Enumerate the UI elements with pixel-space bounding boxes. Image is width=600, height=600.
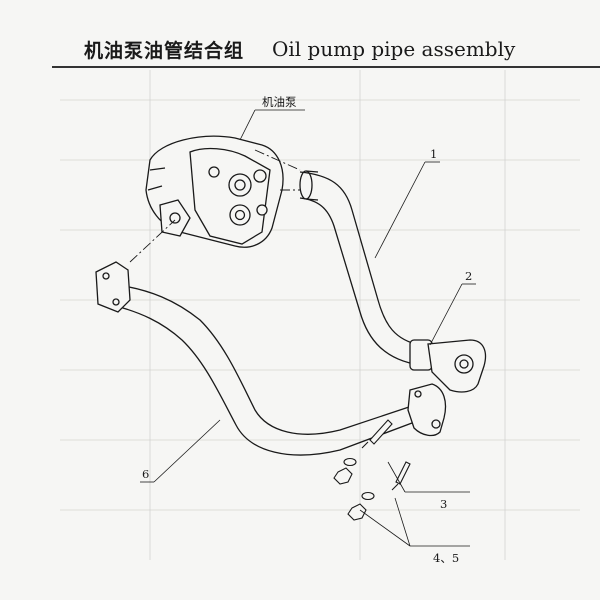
callout-part-6: 6 bbox=[142, 467, 149, 481]
upper-oil-pipe bbox=[299, 170, 421, 366]
callout-part-2: 2 bbox=[465, 269, 472, 283]
oil-pump-body bbox=[145, 135, 284, 248]
background-ghost-grid bbox=[60, 70, 580, 560]
title-chinese: 机油泵油管结合组 bbox=[84, 40, 245, 62]
nuts-and-washers bbox=[333, 457, 375, 521]
callout-part-1: 1 bbox=[430, 147, 437, 161]
title-english: Oil pump pipe assembly bbox=[272, 37, 516, 61]
callout-part-4-5: 4、5 bbox=[433, 551, 459, 565]
flange-joint bbox=[409, 339, 487, 393]
callout-oil-pump: 机油泵 bbox=[262, 95, 297, 109]
callout-part-3: 3 bbox=[440, 497, 447, 511]
assembly-center-lines bbox=[129, 149, 301, 263]
pipe-end-flange bbox=[407, 383, 447, 437]
stud-bolts bbox=[361, 419, 411, 491]
lower-oil-pipe bbox=[108, 283, 421, 456]
leader-lines bbox=[140, 109, 476, 547]
pipe-end-bracket bbox=[95, 261, 131, 313]
title-underline bbox=[52, 66, 600, 68]
